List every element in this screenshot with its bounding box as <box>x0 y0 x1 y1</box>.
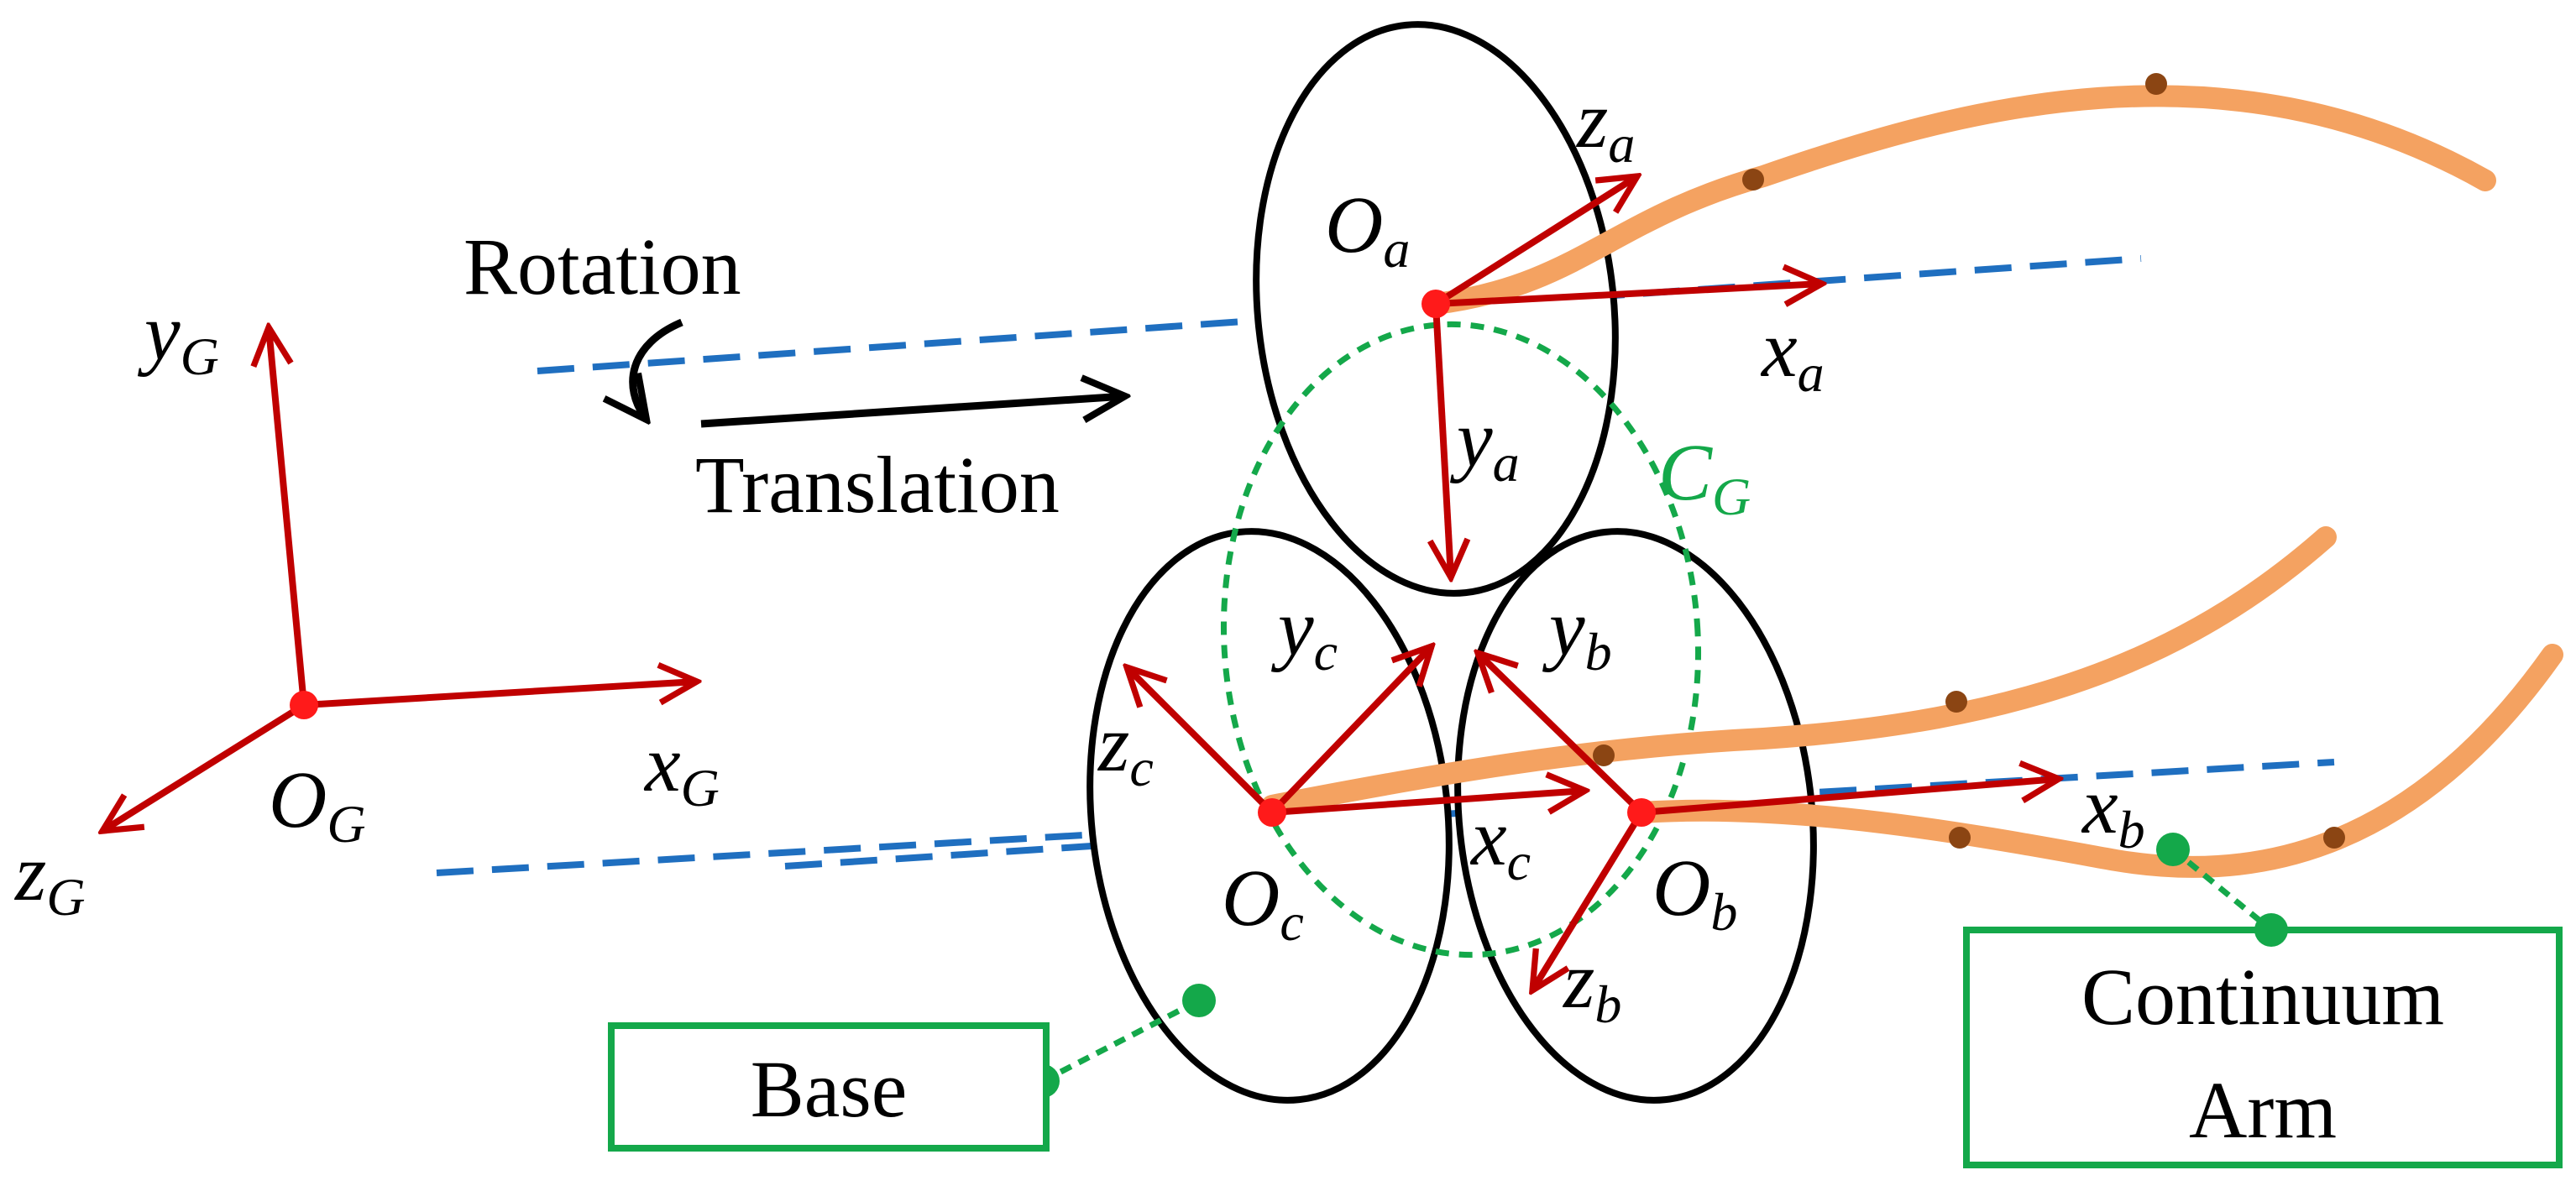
label-xa: xa <box>1760 304 1825 403</box>
label-OG: OG <box>269 755 366 854</box>
arm-leader-line <box>2170 847 2274 932</box>
axis-zb <box>1532 810 1645 990</box>
arm-label-line2: Arm <box>2189 1065 2337 1155</box>
global-frame <box>102 327 697 831</box>
arm-node <box>1593 744 1615 766</box>
axis-ya <box>1436 303 1451 577</box>
label-za: za <box>1575 75 1635 174</box>
label-ya: ya <box>1449 394 1520 493</box>
arm-leader-dot <box>2254 913 2288 947</box>
origins <box>290 290 1656 827</box>
rotation-arrow <box>633 318 683 420</box>
arm-nodes <box>1593 73 2345 849</box>
base-ellipses <box>1086 21 1817 1104</box>
label-yG: yG <box>137 287 219 386</box>
label-xG: xG <box>643 718 720 818</box>
axis-xb <box>1641 779 2059 816</box>
base-leader-line <box>1041 997 1201 1084</box>
origin-c-point <box>1258 798 1286 827</box>
arm-callout: Continuum Arm <box>1963 833 2563 1168</box>
arm-a <box>1425 85 2496 315</box>
origin-b-point <box>1627 798 1656 827</box>
arm-node <box>1949 827 1971 849</box>
axis-xa <box>1435 284 1822 307</box>
origin-a-point <box>1422 290 1450 318</box>
frame-c <box>1127 646 1585 816</box>
label-xb: xb <box>2081 760 2145 859</box>
frame-b <box>1478 653 2059 990</box>
guide-circle <box>1220 321 1702 959</box>
axis-zc <box>1127 667 1275 815</box>
arm-node <box>2323 827 2345 849</box>
reference-line-lower-2 <box>784 843 1092 870</box>
axis-xc <box>1271 791 1585 816</box>
translation-label: Translation <box>695 440 1060 530</box>
arm-label-line1: Continuum <box>2081 952 2444 1042</box>
frame-a <box>1436 176 1822 577</box>
arm-b <box>1631 644 2563 878</box>
label-zG: zG <box>13 828 86 927</box>
axis-za <box>1433 176 1637 307</box>
axis-yb <box>1478 653 1644 815</box>
rotation-label: Rotation <box>463 222 741 311</box>
arm-leader-dot <box>2156 833 2190 866</box>
translation-arrow <box>700 396 1125 428</box>
axis-yc <box>1270 646 1432 815</box>
label-Oc: Oc <box>1222 853 1304 952</box>
arm-node <box>1742 169 1764 191</box>
arm-node <box>1945 691 1967 713</box>
origin-G-point <box>290 691 318 719</box>
arm-box <box>1963 927 2563 1168</box>
label-yc: yc <box>1270 582 1338 682</box>
base-label: Base <box>751 1044 908 1134</box>
label-zb: zb <box>1562 935 1621 1034</box>
label-Oa: Oa <box>1325 180 1410 279</box>
continuum-arms <box>1261 85 2563 878</box>
label-zc: zc <box>1097 698 1154 797</box>
label-CG: CG <box>1658 427 1751 526</box>
label-yb: yb <box>1542 582 1612 682</box>
base-callout: Base <box>608 984 1216 1152</box>
axis-zG <box>102 702 306 831</box>
axis-yG <box>269 327 307 706</box>
axis-xG <box>303 682 697 708</box>
label-xc: xc <box>1469 792 1531 891</box>
base-leader-dot <box>1182 984 1216 1017</box>
arm-node <box>2145 73 2167 95</box>
arm-c <box>1261 526 2337 817</box>
base-box <box>608 1022 1050 1152</box>
label-Ob: Ob <box>1652 843 1737 942</box>
